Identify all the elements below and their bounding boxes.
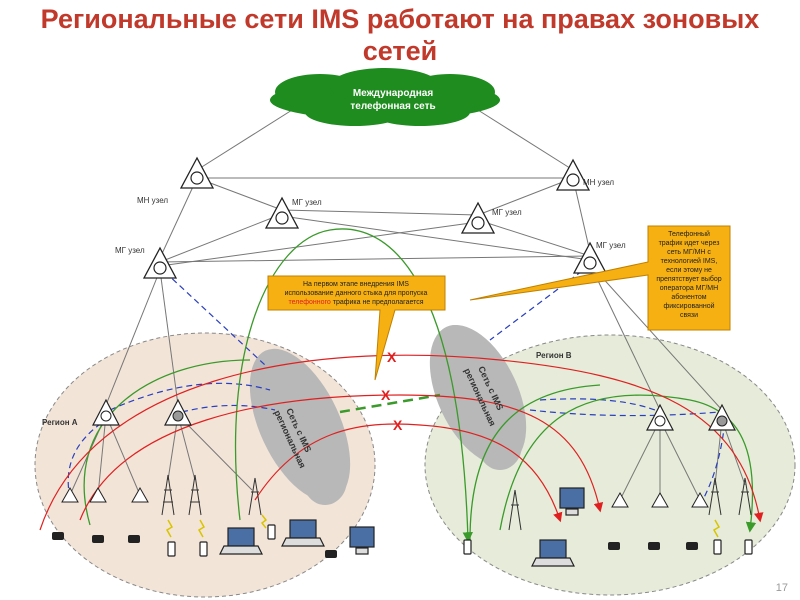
callout-right-line: препятствует выбор [656,275,721,283]
x-mark-top: X [387,349,397,365]
node-label-mg-right: МГ узел [596,241,626,250]
callout-right-line: Телефонный [668,230,710,238]
node-mg-left [142,246,178,279]
node-label-mg-left: МГ узел [115,246,145,255]
node-mg-center-right [460,201,496,234]
callout-left-line2: использование данного стыка для пропуска [285,290,428,297]
node-mn-right [555,158,591,191]
ims-interconnect [339,393,441,414]
region-b-label: Регион В [536,351,572,360]
node-region-b-1 [646,403,674,431]
mobile-phone-icons [167,524,753,557]
page-title: Региональные сети IMS работают на правах… [40,4,760,66]
access-nodes [61,486,709,508]
cloud-label-line2: телефонная сеть [350,100,435,112]
node-label-mn-right: МН узел [583,178,614,187]
callout-right-line: абонентом [671,293,706,301]
node-label-mg-center-left: МГ узел [292,198,322,207]
node-region-b-2 [708,403,736,431]
page-number: 17 [775,582,788,594]
region-a-label: Регион А [42,418,78,427]
callout-right-line: технологией IMS, [661,257,718,265]
callout-left-line3-rest: трафика не предполагается [331,299,424,306]
callout-left-highlight: телефонного [288,299,330,306]
node-region-a-1 [92,398,120,426]
node-mg-right [572,241,608,274]
callout-right-text: Телефонный трафик идет через сеть МГ/МН ст… [656,230,721,319]
x-mark-middle: X [381,387,391,403]
callout-right-line: связи [680,312,698,319]
callout-right-line: оператора МГ/МН [660,285,718,292]
radio-tower-icons [161,474,752,531]
callout-left: На первом этапе внедрения IMS использова… [267,275,446,381]
wireless-link-icons [165,514,721,538]
node-region-a-2 [164,398,192,426]
x-mark-bottom: X [393,417,403,433]
node-label-mg-center-right: МГ узел [492,208,522,217]
callout-right-line: фиксированной [663,302,714,310]
desktop-monitor-icons [349,487,585,555]
callout-right-line: сеть МГ/МН с [667,249,711,256]
node-mg-center-left [264,196,300,229]
international-network-cloud: Международная телефонная сеть [270,68,500,126]
callout-left-line1: На первом этапе внедрения IMS [303,281,409,288]
green-traffic-paths [83,228,757,543]
callout-right-line: если этому не [666,267,712,274]
node-mn-left [179,156,215,189]
laptop-icons [219,519,575,567]
callout-right: Телефонный трафик идет через сеть МГ/МН ст… [469,225,731,331]
phone-icons [52,532,698,558]
callout-right-line: трафик идет через [659,240,720,247]
cloud-label-line1: Международная [353,88,434,99]
callout-left-line3: телефонного трафика не предполагается [288,299,423,306]
node-label-mn-left: МН узел [137,196,168,205]
